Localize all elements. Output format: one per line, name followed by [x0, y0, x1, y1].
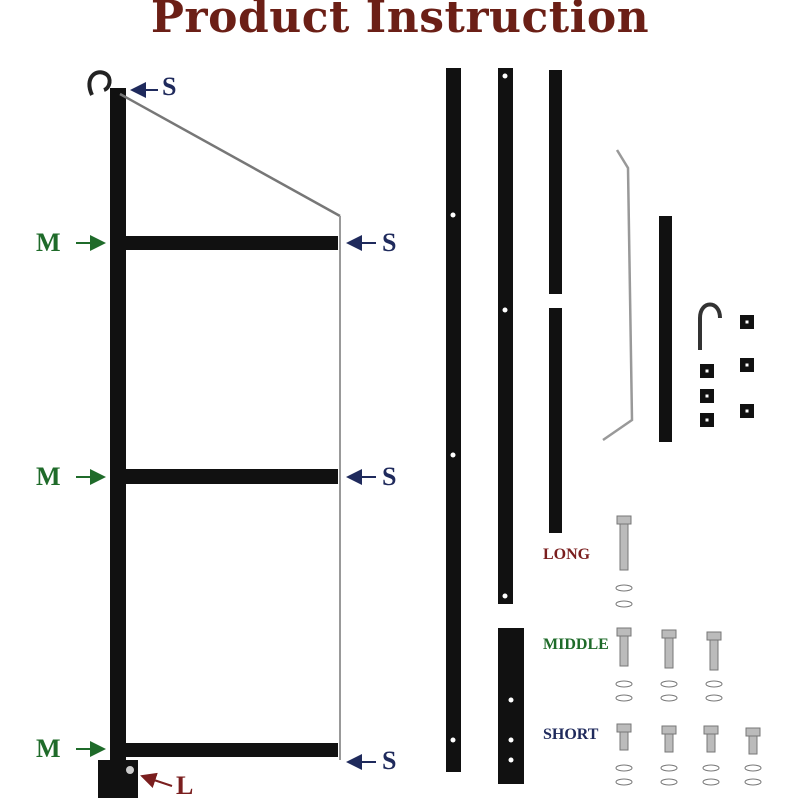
- page-title: Product Instruction: [150, 0, 650, 43]
- hitch-bolt: [126, 766, 134, 774]
- arrow-l: [140, 772, 173, 789]
- top-hook: [87, 70, 112, 96]
- hardware-short-label: SHORT: [543, 726, 599, 743]
- label-l: L: [176, 771, 194, 800]
- label-s-1: S: [382, 228, 397, 257]
- angled-wire: [602, 149, 634, 442]
- long-bar-1: [446, 68, 461, 772]
- label-s-top: S: [162, 72, 177, 101]
- bolts-long: [615, 515, 633, 608]
- cross-bar-top: [124, 236, 338, 250]
- hardware-long-label: LONG: [543, 546, 591, 563]
- square-nuts: [700, 315, 754, 427]
- label-s-3: S: [382, 746, 397, 775]
- short-bar-1: [549, 70, 562, 294]
- main-upright: [110, 88, 126, 760]
- bolts-middle: [615, 627, 723, 702]
- label-m-3: M: [36, 734, 61, 763]
- long-bar-2: [498, 68, 513, 604]
- cross-bar-middle: [124, 469, 338, 484]
- small-bar: [659, 216, 672, 442]
- label-m-1: M: [36, 228, 61, 257]
- hitch-tube: [98, 760, 138, 798]
- loose-hook: [698, 302, 722, 350]
- label-s-2: S: [382, 462, 397, 491]
- label-m-2: M: [36, 462, 61, 491]
- bolts-short: [615, 723, 762, 786]
- assembled-rack: [87, 70, 341, 798]
- parts: [446, 68, 754, 784]
- support-wire: [119, 92, 341, 218]
- cross-bar-bottom: [124, 743, 338, 757]
- hardware-middle-label: MIDDLE: [543, 636, 609, 653]
- short-bar-2: [549, 308, 562, 533]
